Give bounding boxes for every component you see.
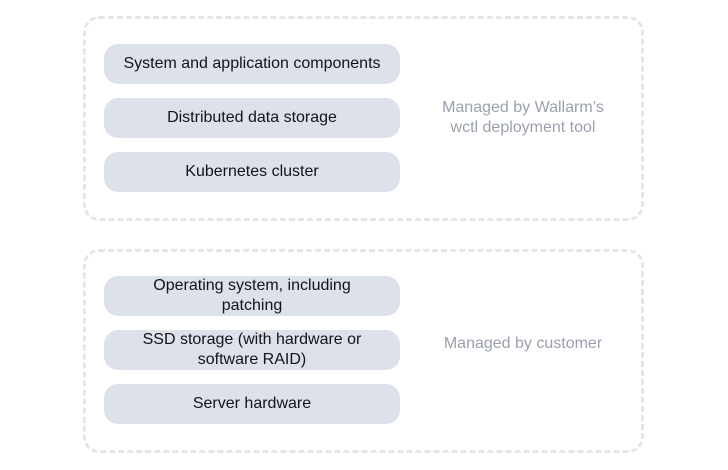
layer-label: Operating system, including patching: [153, 277, 351, 314]
layer-distributed-data-storage: Distributed data storage: [104, 98, 400, 138]
layer-system-application-components: System and application components: [104, 44, 400, 84]
layer-label: Distributed data storage: [167, 109, 337, 126]
caption-line: Managed by Wallarm’s: [442, 99, 604, 116]
customer-managed-group: [83, 249, 644, 453]
layer-label: Kubernetes cluster: [185, 163, 319, 180]
wallarm-managed-group: [83, 16, 644, 221]
caption-line: wctl deployment tool: [450, 119, 596, 136]
wallarm-managed-caption: Managed by Wallarm’s wctl deployment too…: [418, 98, 628, 138]
layer-label: SSD storage (with hardware or software R…: [142, 331, 362, 368]
caption-line: Managed by customer: [443, 335, 603, 352]
layer-operating-system: Operating system, including patching: [104, 276, 400, 316]
layer-label: Server hardware: [192, 395, 312, 412]
layer-ssd-storage: SSD storage (with hardware or software R…: [104, 330, 400, 370]
layer-server-hardware: Server hardware: [104, 384, 400, 424]
layer-label: System and application components: [123, 55, 381, 72]
customer-managed-caption: Managed by customer: [418, 334, 628, 354]
layer-kubernetes-cluster: Kubernetes cluster: [104, 152, 400, 192]
